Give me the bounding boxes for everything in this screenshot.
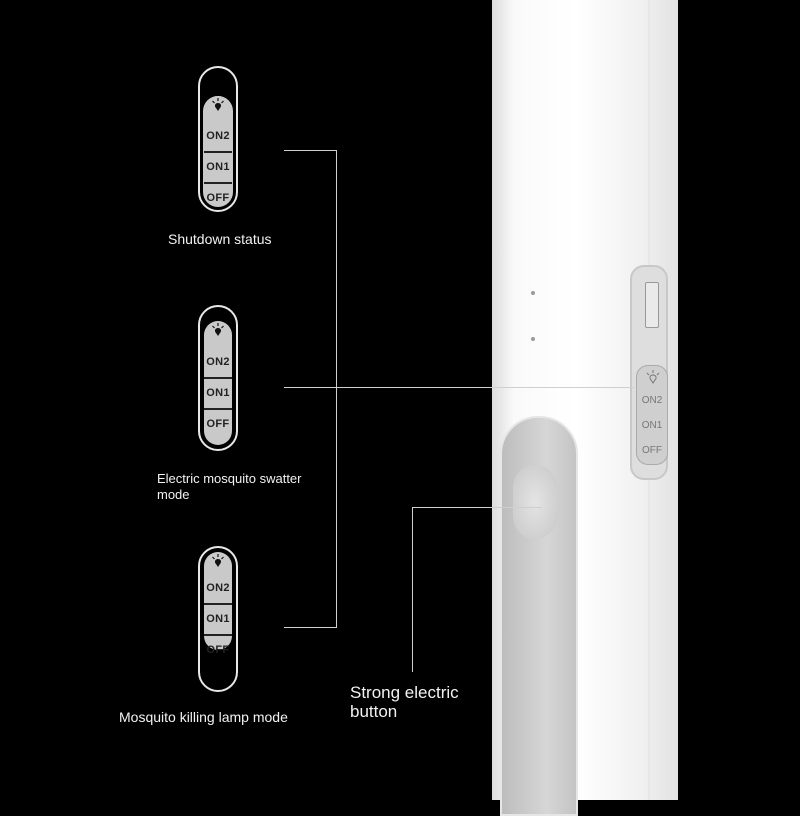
device-switch-off: OFF	[642, 445, 662, 456]
indicator-dot	[531, 337, 535, 341]
switch-divider	[204, 182, 232, 184]
caption-strong-electric-button: Strong electric button	[350, 683, 459, 721]
bulb-icon	[646, 370, 660, 384]
callout-line	[412, 507, 542, 508]
strong-electric-button[interactable]	[513, 465, 557, 539]
switch-label-on1: ON1	[206, 161, 230, 173]
switch-divider	[204, 151, 232, 153]
switch-track-full	[204, 552, 232, 650]
switch-track-full	[204, 321, 232, 445]
callout-line	[284, 150, 337, 151]
bulb-icon	[212, 323, 224, 336]
bulb-icon	[212, 98, 224, 111]
switch-label-on2: ON2	[206, 582, 230, 594]
switch-diagram-lamp: ON2 ON1 OFF	[198, 546, 238, 692]
switch-label-on1: ON1	[206, 613, 230, 625]
callout-line	[336, 150, 337, 628]
switch-label-on2: ON2	[206, 356, 230, 368]
device-switch-slider[interactable]: ON2 ON1 OFF	[636, 365, 668, 465]
switch-divider	[204, 634, 232, 636]
switch-diagram-shutdown: ON2 ON1 OFF	[198, 66, 238, 212]
switch-label-off: OFF	[206, 644, 230, 656]
bulb-icon	[212, 554, 224, 567]
switch-divider	[204, 408, 232, 410]
switch-label-off: OFF	[206, 192, 230, 204]
switch-diagram-swatter: ON2 ON1 OFF	[198, 305, 238, 451]
indicator-dot	[531, 291, 535, 295]
device-switch-on2: ON2	[641, 395, 663, 406]
switch-divider	[204, 603, 232, 605]
switch-divider	[204, 377, 232, 379]
device-switch-slot-top	[645, 282, 659, 328]
caption-lamp-mode: Mosquito killing lamp mode	[119, 709, 288, 725]
switch-label-on1: ON1	[206, 387, 230, 399]
switch-label-on2: ON2	[206, 130, 230, 142]
callout-line	[284, 627, 337, 628]
callout-line	[284, 387, 634, 388]
caption-shutdown-status: Shutdown status	[168, 231, 272, 247]
caption-swatter-mode: Electric mosquito swatter mode	[157, 471, 302, 502]
switch-label-off: OFF	[206, 418, 230, 430]
callout-line	[412, 507, 413, 672]
device-switch-on1: ON1	[641, 420, 663, 431]
